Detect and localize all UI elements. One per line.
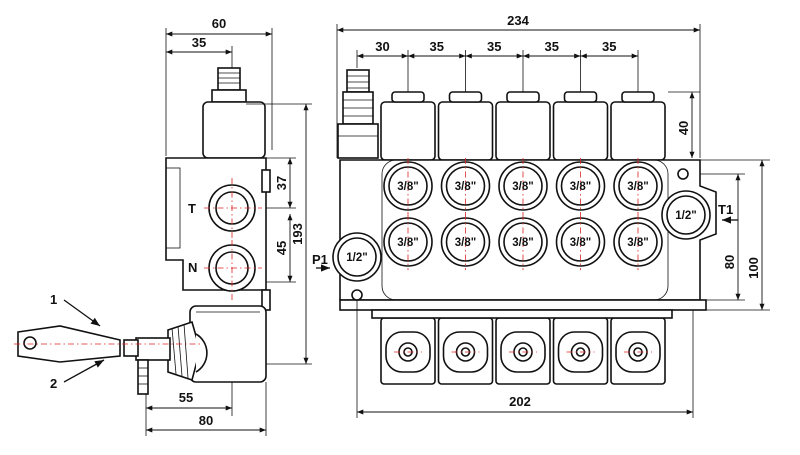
dim-pitch: 30 (375, 39, 389, 54)
dim-37: 37 (274, 176, 289, 190)
work-port-size: 3/8" (397, 181, 418, 193)
inlet-size: 1/2" (346, 252, 367, 264)
dim-193: 193 (290, 223, 305, 245)
work-port-size: 3/8" (627, 237, 648, 249)
dim-pitch: 35 (487, 39, 501, 54)
pitch-dimensions: 30 35 35 35 35 (356, 39, 639, 92)
work-port-size: 3/8" (455, 237, 476, 249)
solenoid-cap (552, 101, 609, 161)
solenoid-top (391, 91, 425, 103)
side-solenoid (202, 101, 266, 159)
work-port-size: 3/8" (512, 237, 533, 249)
dim-pitch: 35 (545, 39, 559, 54)
dim-60: 60 (212, 16, 226, 31)
callout-1: 1 (50, 292, 57, 307)
port-t-label: T (188, 201, 196, 216)
solenoid-cap (380, 101, 436, 161)
dim-202: 202 (509, 394, 531, 409)
dim-35-side: 35 (192, 35, 206, 50)
work-port-size: 3/8" (627, 181, 648, 193)
callout-2: 2 (50, 376, 57, 391)
dim-55: 55 (179, 390, 193, 405)
work-port-size: 3/8" (397, 237, 418, 249)
solenoid-top (563, 91, 598, 103)
dim-45-side: 45 (274, 241, 289, 255)
work-port-size: 3/8" (455, 181, 476, 193)
work-port-size: 3/8" (512, 181, 533, 193)
work-port-size: 3/8" (570, 237, 591, 249)
side-knob (217, 67, 241, 91)
side-knob-collar (211, 89, 247, 103)
front-base-plate (339, 299, 707, 311)
relief-base (337, 123, 379, 159)
relief-knob (346, 69, 370, 93)
solenoid-cap (437, 101, 494, 161)
work-ports: 3/8" 3/8" 3/8" 3/8" 3/8" 3/8" 3/8" 3/8" 3/8" 3/8" (383, 158, 663, 270)
solenoid-caps (380, 91, 666, 161)
dim-80-side: 80 (199, 413, 213, 428)
dim-40: 40 (676, 121, 691, 135)
solenoid-cap (495, 101, 551, 161)
side-view: 1 2 T N 60 35 37 45 193 55 80 (14, 16, 312, 436)
dim-pitch: 35 (430, 39, 444, 54)
dim-80-front: 80 (722, 255, 737, 269)
dim-234: 234 (507, 13, 529, 28)
outlet-size: 1/2" (675, 210, 696, 222)
solenoid-top (621, 91, 655, 103)
solenoid-top (448, 91, 483, 103)
solenoid-top (506, 91, 540, 103)
front-view: 3/8"3/8"3/8"3/8"3/8"3/8"3/8"3/8"3/8"3/8"… (312, 13, 770, 418)
dim-100: 100 (746, 257, 761, 279)
dim-pitch: 35 (602, 39, 616, 54)
outlet-label: T1 (718, 202, 733, 217)
lower-spool-caps (371, 309, 673, 385)
work-port-size: 3/8" (570, 181, 591, 193)
port-n-label: N (188, 260, 197, 275)
lever-pivot (135, 337, 171, 361)
solenoid-cap (610, 101, 666, 161)
inlet-label: P1 (312, 252, 328, 267)
